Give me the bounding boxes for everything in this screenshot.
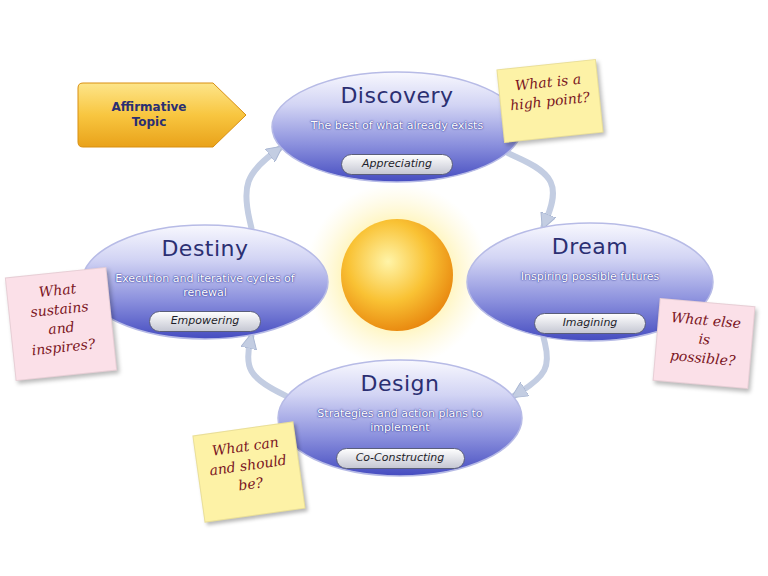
sticky-note: What sustains and inspires? (5, 267, 117, 381)
question-note: What else is possible? (662, 308, 747, 372)
phase-description: The best of what already exists (296, 119, 498, 133)
question-note: What sustains and inspires? (14, 277, 107, 362)
mode-label: Imagining (554, 316, 626, 330)
phase-ellipse: DiscoveryThe best of what already exists… (271, 71, 523, 183)
mode-label: Empowering (169, 314, 241, 328)
mode-label: Co-Constructing (356, 451, 445, 465)
phase-ellipse: DesignStrategies and action plans to imp… (277, 359, 523, 477)
topic-tag: Affirmative Topic (77, 82, 247, 148)
sticky-note: What is a high point? (496, 59, 603, 143)
phase-description: Execution and iterative cycles of renewa… (106, 272, 304, 300)
phase-title: Discovery (271, 83, 523, 109)
mode-pill: Imagining (534, 313, 646, 334)
phase-title: Destiny (81, 236, 329, 262)
mode-pill: Empowering (149, 311, 261, 332)
mode-label: Appreciating (361, 157, 433, 171)
sun (341, 219, 453, 331)
phase-title: Dream (466, 234, 714, 260)
phase-description: Strategies and action plans to implement (302, 407, 499, 435)
phase-title: Design (277, 371, 523, 397)
cycle-arrow (246, 148, 280, 228)
cycle-arrow (248, 336, 286, 396)
sun-glow (305, 183, 489, 367)
topic-label: Affirmative Topic (104, 100, 194, 130)
mode-pill: Co-Constructing (336, 448, 465, 469)
mode-pill: Appreciating (341, 154, 453, 175)
sticky-note: What can and should be? (192, 421, 305, 523)
cycle-arrow (514, 338, 547, 396)
question-note: What can and should be? (202, 431, 295, 499)
phase-ellipse: DestinyExecution and iterative cycles of… (81, 224, 329, 340)
cycle-arrow (508, 153, 553, 226)
phase-description: Inspiring possible futures (491, 270, 689, 284)
sticky-note: What else is possible? (653, 298, 756, 389)
question-note: What is a high point? (505, 69, 593, 116)
